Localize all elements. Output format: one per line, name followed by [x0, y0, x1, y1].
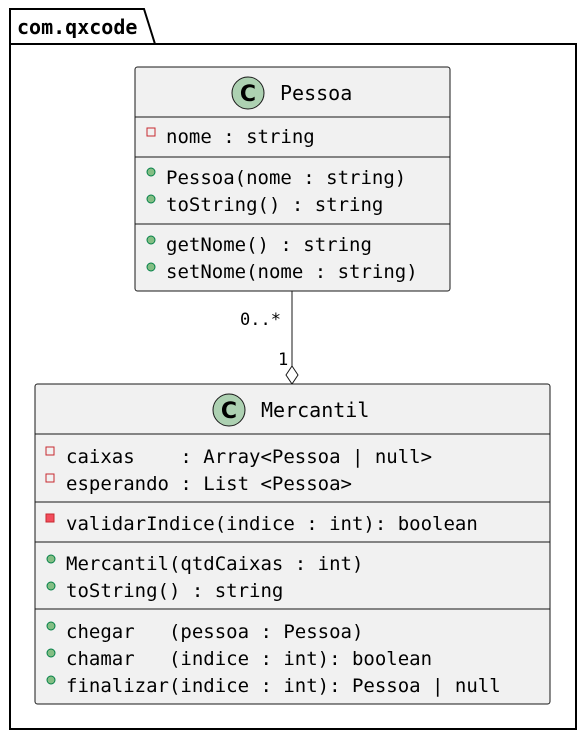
public-method-icon [146, 235, 156, 245]
class-pessoa[interactable]: C Pessoa nome : string Pessoa(nome : str… [134, 66, 451, 292]
class-mercantil-box [34, 383, 551, 705]
aggregation-relationship: 0..* 1 [240, 291, 299, 385]
public-method-icon [46, 675, 56, 685]
constructor: toString() : string [166, 194, 383, 216]
package-name: com.qxcode [17, 15, 137, 39]
public-method-icon [46, 648, 56, 658]
package-frame [9, 8, 577, 730]
package: com.qxcode [9, 8, 577, 730]
class-mercantil-name: Mercantil [261, 398, 369, 422]
public-method-icon [46, 581, 56, 591]
class-stereotype-icon [212, 393, 246, 427]
method: chamar (indice : int): boolean [66, 648, 432, 670]
private-field-icon [45, 446, 55, 456]
method: finalizar(indice : int): Pessoa | null [66, 675, 501, 697]
class-mercantil[interactable]: C Mercantil caixas : Array<Pessoa | null… [34, 383, 551, 705]
attribute: nome : string [166, 126, 315, 148]
private-field-icon [146, 127, 156, 137]
target-multiplicity: 1 [278, 350, 288, 370]
public-method-icon [46, 621, 56, 631]
class-stereotype-letter: C [221, 399, 237, 424]
private-field-icon [45, 473, 55, 483]
constructor: Pessoa(nome : string) [166, 167, 406, 189]
attribute: caixas : Array<Pessoa | null> [66, 446, 432, 468]
class-stereotype-letter: C [240, 82, 256, 107]
public-method-icon [146, 167, 156, 177]
public-method-icon [146, 262, 156, 272]
class-stereotype-icon [231, 76, 265, 110]
source-multiplicity: 0..* [240, 310, 281, 330]
private-method-icon [45, 513, 55, 523]
constructor: Mercantil(qtdCaixas : int) [66, 553, 363, 575]
attribute: esperando : List <Pessoa> [66, 473, 352, 495]
public-method-icon [146, 194, 156, 204]
public-method-icon [46, 554, 56, 564]
private-method: validarIndice(indice : int): boolean [66, 513, 478, 535]
method: chegar (pessoa : Pessoa) [66, 621, 363, 643]
method: setNome(nome : string) [166, 261, 418, 283]
constructor: toString() : string [66, 580, 283, 602]
class-pessoa-name: Pessoa [280, 81, 352, 105]
method: getNome() : string [166, 234, 372, 256]
